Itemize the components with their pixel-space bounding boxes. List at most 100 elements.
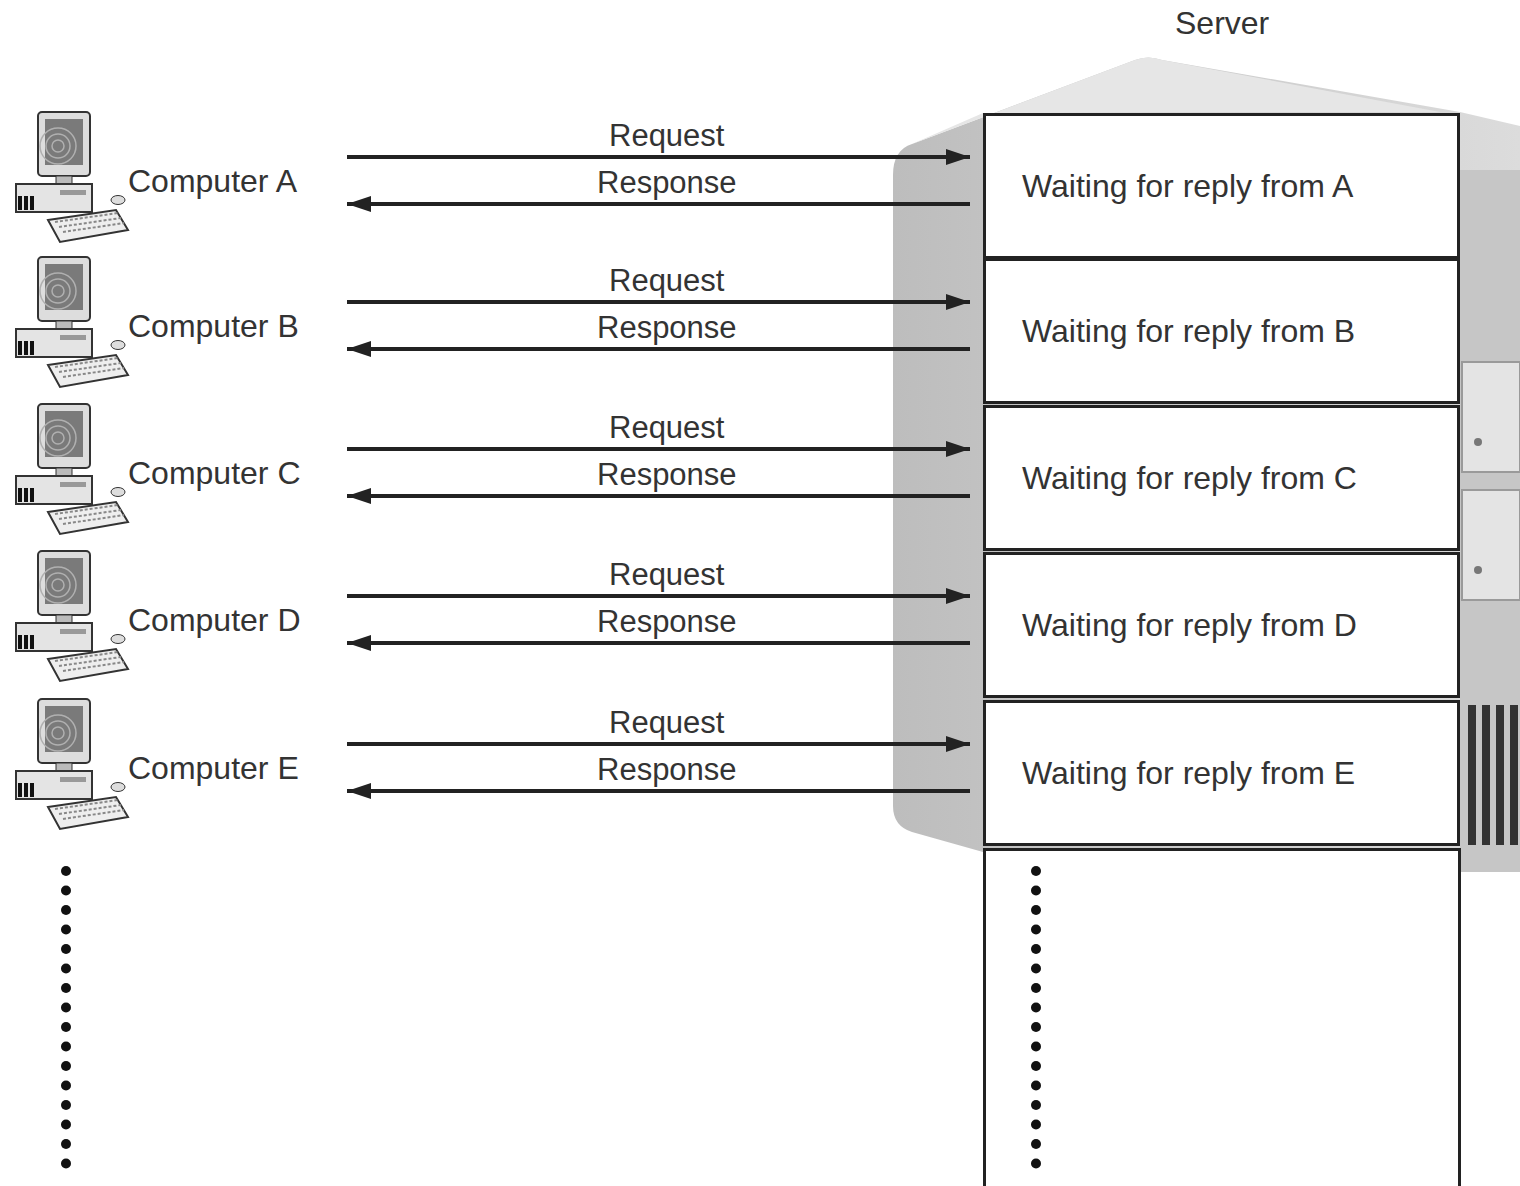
waiting-slot-box: Waiting for reply from B [983, 258, 1460, 404]
client-computer: Computer B [8, 255, 345, 395]
arrow-label: Request [607, 410, 726, 446]
keyboard [48, 502, 128, 534]
dot [61, 925, 71, 935]
arrow-label: Request [607, 263, 726, 299]
message-arrow [347, 347, 970, 351]
keys [63, 223, 124, 232]
screen-swirl [52, 432, 64, 444]
keyboard [48, 649, 128, 681]
monitor-stand [56, 763, 72, 771]
screen-swirl [52, 727, 64, 739]
message-arrow [347, 447, 970, 451]
message-arrow [347, 594, 970, 598]
message-arrow [347, 742, 970, 746]
arrow-label: Response [595, 310, 739, 346]
computer-label: Computer E [128, 749, 299, 787]
screen-swirl [40, 567, 76, 603]
keys [63, 515, 124, 524]
dot [1031, 866, 1041, 876]
server-body [893, 58, 1520, 873]
client-computer: Computer A [8, 110, 345, 250]
arrow-label: Response [595, 165, 739, 201]
vent [30, 196, 34, 210]
dot [61, 983, 71, 993]
drive-bay [1462, 362, 1520, 472]
arrow-label: Response [595, 457, 739, 493]
keys [59, 363, 121, 372]
waiting-slot-box: Waiting for reply from D [983, 552, 1460, 698]
keyboard [48, 210, 128, 242]
dot [61, 1100, 71, 1110]
vent [18, 635, 22, 649]
mouse [111, 783, 125, 792]
dot [61, 1003, 71, 1013]
dot [1031, 886, 1041, 896]
dot [1031, 1100, 1041, 1110]
system-unit [16, 623, 92, 651]
drive-light [1474, 438, 1482, 446]
keys [63, 368, 124, 377]
slot-label: Waiting for reply from E [1022, 754, 1355, 792]
monitor [38, 699, 90, 763]
system-unit [16, 771, 92, 799]
mouse [111, 635, 125, 644]
mouse [111, 488, 125, 497]
drive-slot [60, 482, 86, 487]
screen-swirl [46, 721, 70, 745]
monitor-stand [56, 176, 72, 184]
keys [59, 657, 121, 666]
vent [24, 783, 28, 797]
keys [55, 358, 118, 367]
arrow-label: Request [607, 705, 726, 741]
continuation-dots [61, 866, 1041, 1169]
screen [45, 706, 83, 752]
system-unit [16, 476, 92, 504]
vent [18, 196, 22, 210]
drive-slot [60, 629, 86, 634]
message-arrow [347, 789, 970, 793]
dot [1031, 964, 1041, 974]
screen-swirl [40, 273, 76, 309]
message-arrow [347, 641, 970, 645]
waiting-slot-box: Waiting for reply from C [983, 405, 1460, 551]
vent [30, 783, 34, 797]
screen-swirl [46, 573, 70, 597]
screen-swirl [40, 420, 76, 456]
dot [61, 1139, 71, 1149]
screen-swirl [46, 279, 70, 303]
dot [61, 944, 71, 954]
client-computer: Computer D [8, 549, 345, 689]
vent [24, 341, 28, 355]
slot-label: Waiting for reply from A [1022, 167, 1353, 205]
screen-swirl [52, 579, 64, 591]
vent [30, 341, 34, 355]
dot [61, 1159, 71, 1169]
slot-label: Waiting for reply from D [1022, 606, 1357, 644]
monitor [38, 551, 90, 615]
drive-light [1474, 566, 1482, 574]
computer-icon [8, 549, 130, 685]
dot [1031, 1003, 1041, 1013]
screen-swirl [52, 140, 64, 152]
vent [24, 196, 28, 210]
drive-slot [60, 335, 86, 340]
vent-slot [1482, 705, 1490, 845]
dot [1031, 1081, 1041, 1091]
dot [1031, 944, 1041, 954]
dot [61, 1042, 71, 1052]
server-vents [1468, 705, 1518, 845]
keys [63, 662, 124, 671]
screen-swirl [46, 426, 70, 450]
monitor [38, 257, 90, 321]
keyboard [48, 355, 128, 387]
computer-label: Computer A [128, 162, 297, 200]
keys [63, 810, 124, 819]
computer-icon [8, 110, 130, 246]
vent-slot [1468, 705, 1476, 845]
screen-swirl [52, 285, 64, 297]
dot [1031, 925, 1041, 935]
vent [30, 635, 34, 649]
system-unit [16, 329, 92, 357]
monitor-stand [56, 468, 72, 476]
